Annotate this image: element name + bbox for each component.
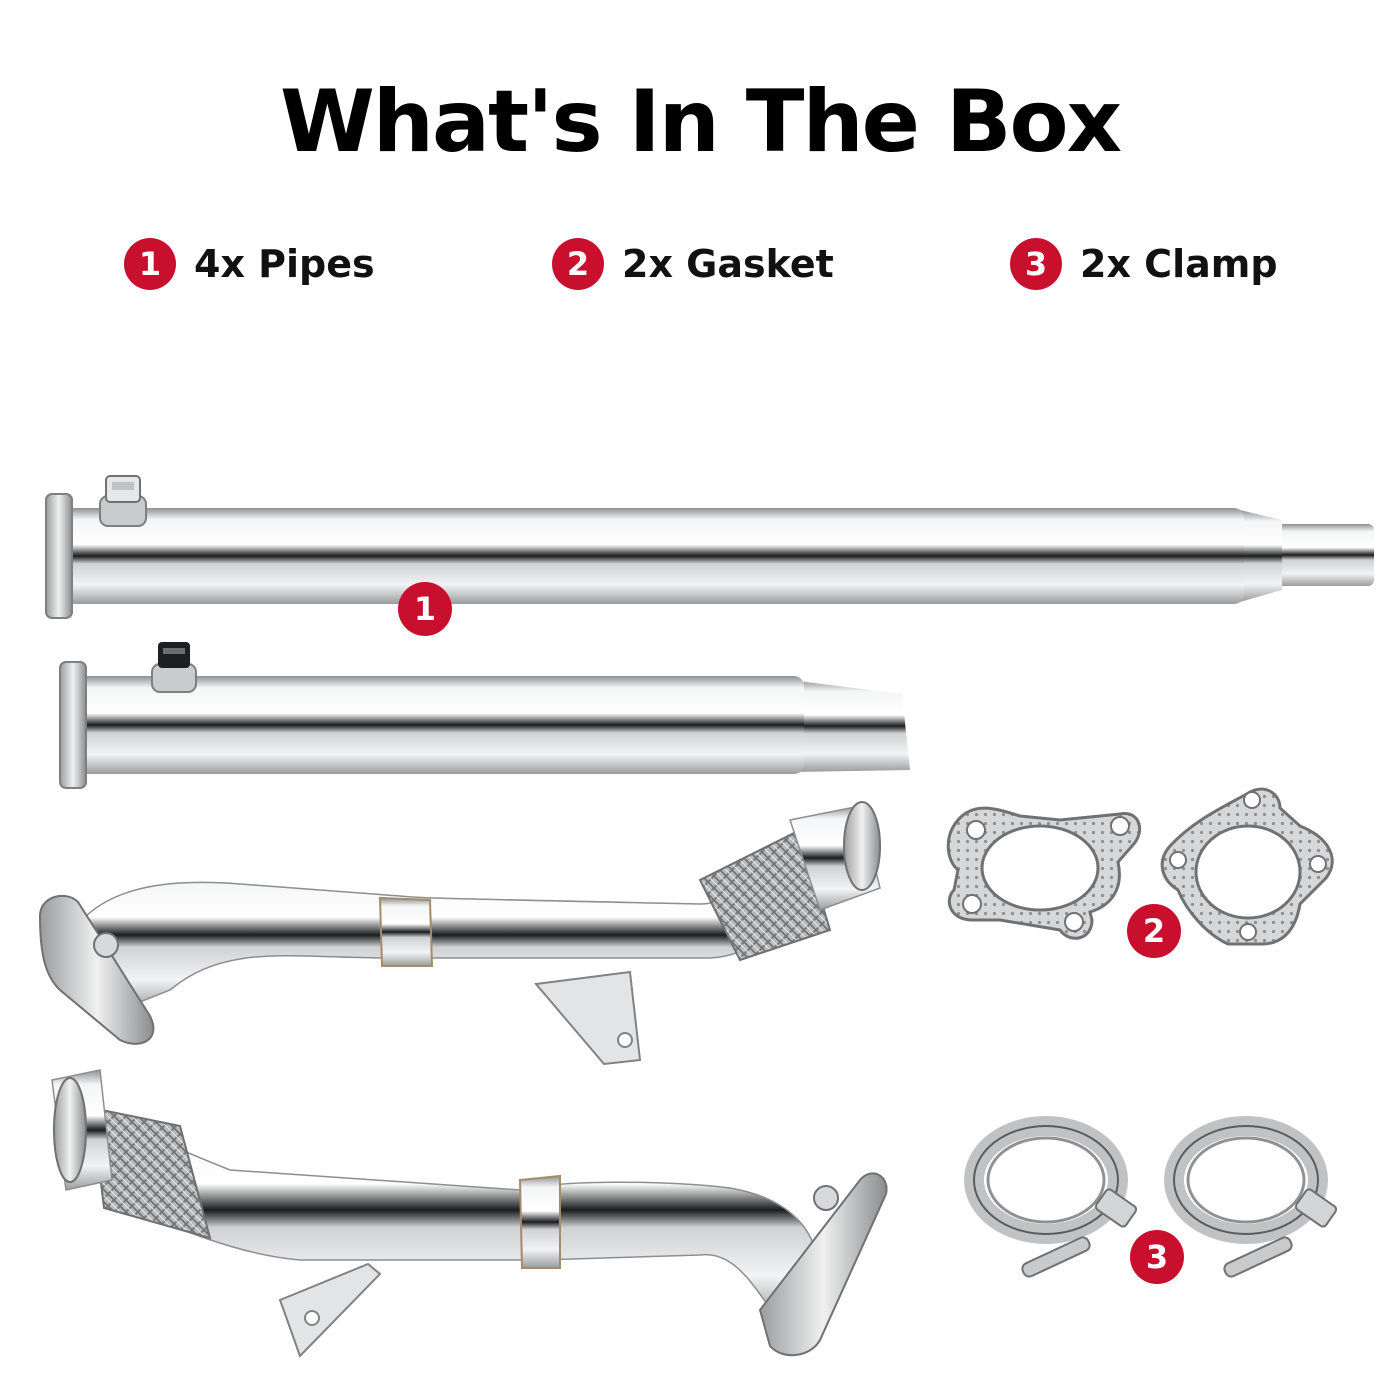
callout-marker-gaskets: 2 bbox=[1127, 904, 1181, 958]
gasket-right bbox=[1160, 787, 1334, 946]
straight-pipe-long bbox=[45, 475, 1374, 619]
legend-label-pipes: 4x Pipes bbox=[194, 242, 375, 286]
gasket-left bbox=[946, 806, 1142, 940]
straight-pipe-short bbox=[59, 642, 910, 789]
number-badge: 2 bbox=[552, 238, 604, 290]
legend-label-gasket: 2x Gasket bbox=[622, 242, 834, 286]
v-band-clamp-left bbox=[964, 1116, 1138, 1278]
legend-item-pipes: 1 4x Pipes bbox=[124, 236, 375, 292]
bent-downpipe-lower bbox=[51, 1069, 888, 1358]
number-badge: 3 bbox=[1010, 238, 1062, 290]
page-title: What's In The Box bbox=[279, 72, 1122, 172]
v-band-clamp-right bbox=[1164, 1116, 1338, 1278]
legend-item-gasket: 2 2x Gasket bbox=[552, 236, 834, 292]
callout-marker-pipes: 1 bbox=[398, 582, 452, 636]
number-badge: 1 bbox=[124, 238, 176, 290]
callout-marker-clamps: 3 bbox=[1130, 1230, 1184, 1284]
legend-label-clamp: 2x Clamp bbox=[1080, 242, 1278, 286]
legend-item-clamp: 3 2x Clamp bbox=[1010, 236, 1278, 292]
bent-downpipe-upper bbox=[38, 801, 881, 1066]
